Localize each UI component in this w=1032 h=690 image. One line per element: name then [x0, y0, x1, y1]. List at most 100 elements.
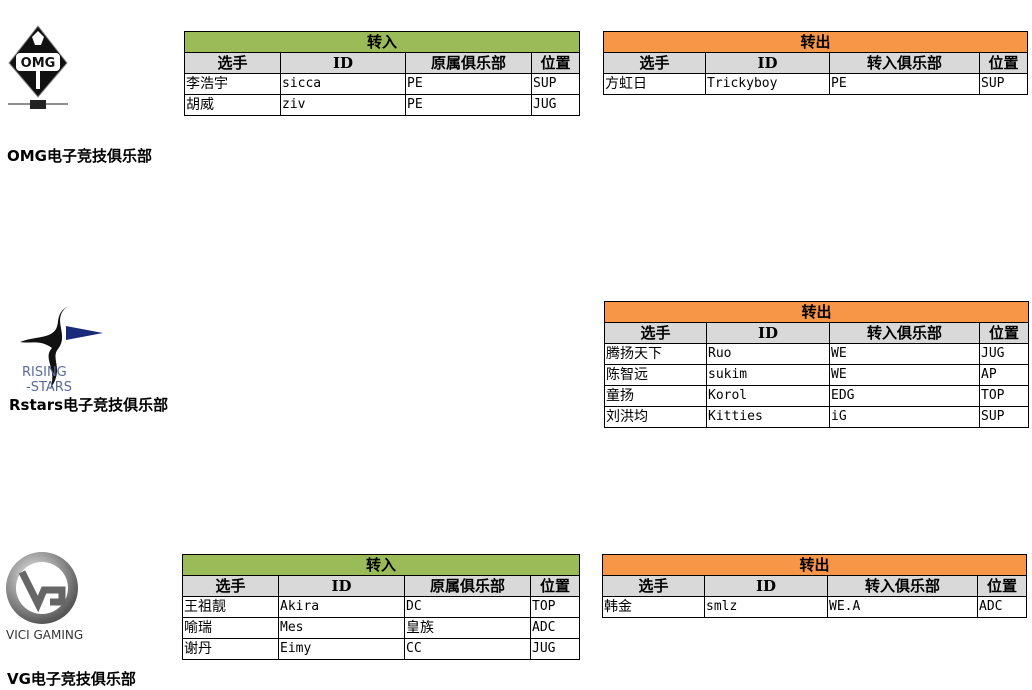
rising-stars-logo: RISING -STARS	[20, 306, 103, 394]
table-cell: SUP	[979, 406, 1029, 428]
table-cell: Akira	[278, 596, 405, 618]
table-cell: JUG	[531, 94, 580, 116]
column-header: 选手	[184, 52, 281, 74]
table-cell: iG	[829, 406, 980, 428]
svg-text:OMG: OMG	[21, 56, 56, 71]
logo-text: VICI GAMING	[6, 628, 83, 642]
table-cell: JUG	[979, 343, 1029, 365]
team-name-rstars: Rstars电子竞技俱乐部	[9, 396, 169, 414]
table-cell: smlz	[704, 596, 828, 618]
table-cell: Trickyboy	[705, 73, 830, 95]
column-header: ID	[704, 575, 828, 597]
column-header: ID	[705, 52, 830, 74]
table-cell: ADC	[977, 596, 1027, 618]
omg-logo: OMG	[8, 25, 68, 109]
table-cell: Mes	[278, 617, 405, 639]
table-cell: 陈智远	[604, 364, 707, 386]
team-name-omg: OMG电子竞技俱乐部	[7, 147, 152, 165]
column-header: 转入俱乐部	[827, 575, 978, 597]
table-cell: sicca	[280, 73, 406, 95]
column-header: 位置	[530, 575, 580, 597]
column-header: 原属俱乐部	[404, 575, 531, 597]
vici-gaming-logo: VICI GAMING	[6, 552, 83, 642]
column-header: 位置	[531, 52, 580, 74]
table-cell: PE	[405, 73, 532, 95]
table-cell: Kitties	[706, 406, 830, 428]
table-cell: JUG	[530, 638, 580, 660]
table-cell: 胡威	[184, 94, 281, 116]
column-header: 位置	[977, 575, 1027, 597]
table-title: 转入	[184, 31, 580, 53]
table-cell: 方虹日	[603, 73, 706, 95]
table-cell: TOP	[530, 596, 580, 618]
column-header: 转入俱乐部	[829, 52, 980, 74]
table-title: 转入	[182, 554, 580, 576]
column-header: 选手	[182, 575, 279, 597]
column-header: 选手	[604, 322, 707, 344]
table-cell: TOP	[979, 385, 1029, 407]
column-header: 原属俱乐部	[405, 52, 532, 74]
column-header: ID	[280, 52, 406, 74]
column-header: 选手	[602, 575, 705, 597]
table-cell: DC	[404, 596, 531, 618]
column-header: 转入俱乐部	[829, 322, 980, 344]
column-header: 位置	[979, 322, 1029, 344]
column-header: ID	[278, 575, 405, 597]
table-title: 转出	[602, 554, 1027, 576]
table-cell: CC	[404, 638, 531, 660]
table-title: 转出	[603, 31, 1028, 53]
table-cell: PE	[405, 94, 532, 116]
table-cell: ziv	[280, 94, 406, 116]
table-cell: Eimy	[278, 638, 405, 660]
table-cell: PE	[829, 73, 980, 95]
table-cell: 喻瑞	[182, 617, 279, 639]
table-cell: WE	[829, 364, 980, 386]
table-cell: sukim	[706, 364, 830, 386]
table-cell: SUP	[531, 73, 580, 95]
table-cell: 李浩宇	[184, 73, 281, 95]
table-cell: 谢丹	[182, 638, 279, 660]
table-cell: 王祖靓	[182, 596, 279, 618]
table-title: 转出	[604, 301, 1029, 323]
team-name-vg: VG电子竞技俱乐部	[7, 670, 136, 688]
table-cell: SUP	[979, 73, 1028, 95]
table-cell: Korol	[706, 385, 830, 407]
table-cell: 刘洪均	[604, 406, 707, 428]
column-header: 选手	[603, 52, 706, 74]
column-header: 位置	[979, 52, 1028, 74]
table-cell: ADC	[530, 617, 580, 639]
logo-text: -STARS	[26, 380, 72, 394]
table-cell: 腾扬天下	[604, 343, 707, 365]
table-cell: Ruo	[706, 343, 830, 365]
table-cell: EDG	[829, 385, 980, 407]
logo-text: RISING	[22, 365, 67, 380]
column-header: ID	[706, 322, 830, 344]
table-cell: 韩金	[602, 596, 705, 618]
table-cell: 皇族	[404, 617, 531, 639]
table-cell: AP	[979, 364, 1029, 386]
table-cell: WE	[829, 343, 980, 365]
table-cell: 童扬	[604, 385, 707, 407]
table-cell: WE.A	[827, 596, 978, 618]
